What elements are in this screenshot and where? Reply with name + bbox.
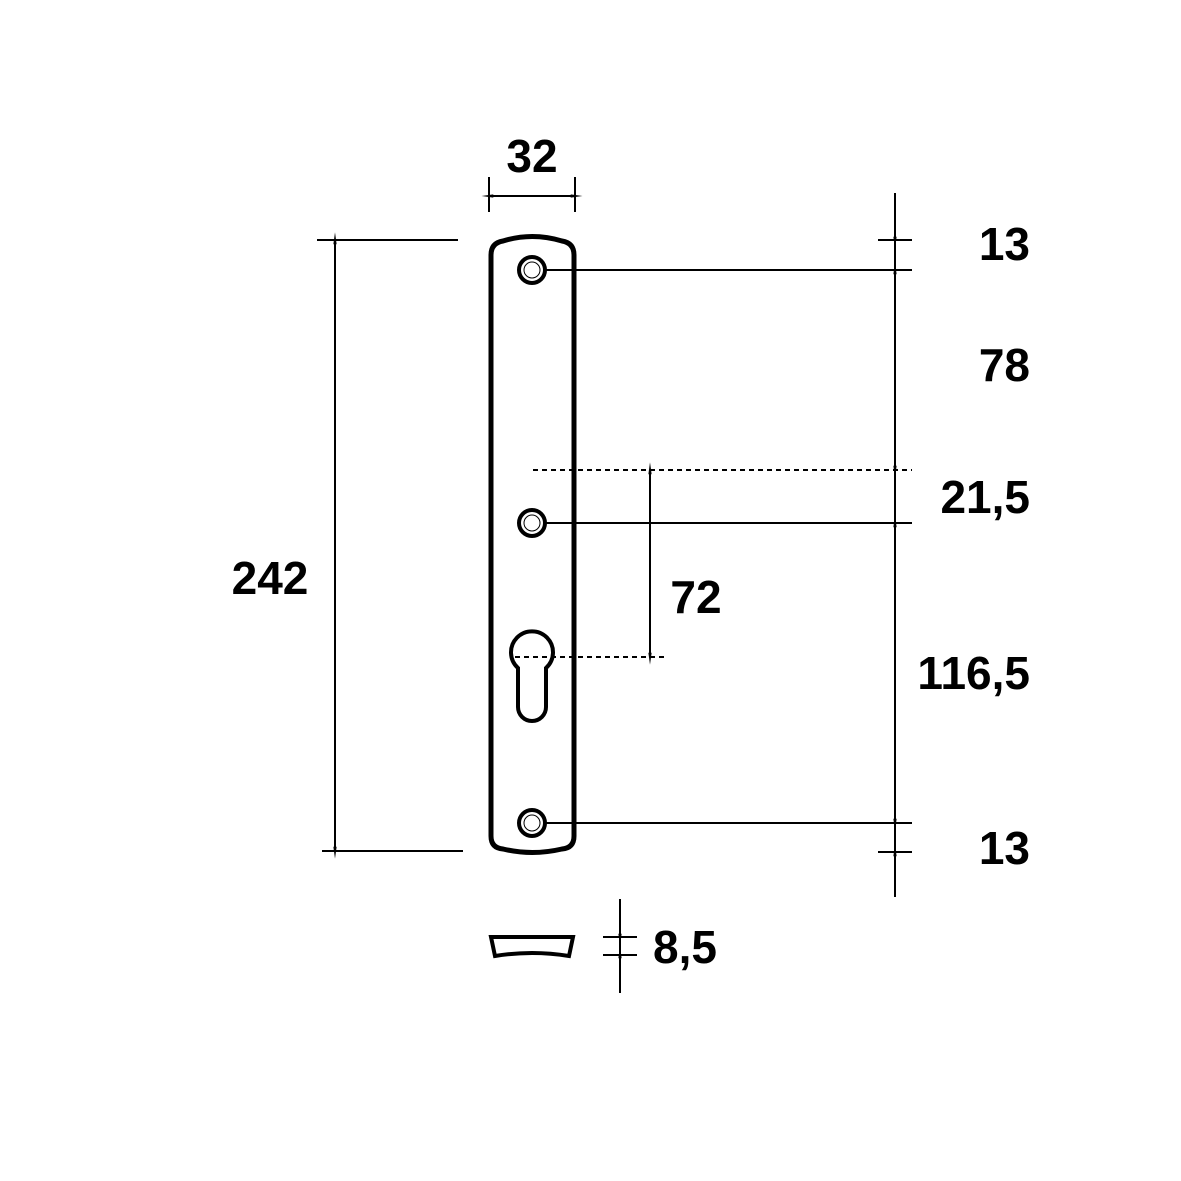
thickness-dimension: 8,5 <box>603 899 717 993</box>
bottom-margin-label: 13 <box>979 822 1030 874</box>
screw-hole-middle <box>517 508 547 538</box>
width-dimension: 32 <box>481 130 583 212</box>
thickness-label: 8,5 <box>653 921 717 973</box>
top-margin-label: 13 <box>979 218 1030 270</box>
screw-hole-bottom <box>517 808 547 838</box>
handle-to-cylinder-dimension: 72 <box>515 462 722 665</box>
height-label: 242 <box>232 552 309 604</box>
width-label: 32 <box>506 130 557 182</box>
plate-profile-view <box>488 935 576 959</box>
handle-to-bottom-label: 116,5 <box>917 647 1030 699</box>
hole-spacing-dimensions: 13 78 21,5 116,5 13 <box>533 193 1030 897</box>
height-dimension: 242 <box>232 232 463 859</box>
handle-offset-label: 21,5 <box>940 471 1030 523</box>
cylinder-keyhole <box>509 629 555 723</box>
top-to-handle-label: 78 <box>979 339 1030 391</box>
screw-hole-top <box>517 255 547 285</box>
handle-to-cylinder-label: 72 <box>670 571 721 623</box>
plate-front-view <box>488 234 577 855</box>
